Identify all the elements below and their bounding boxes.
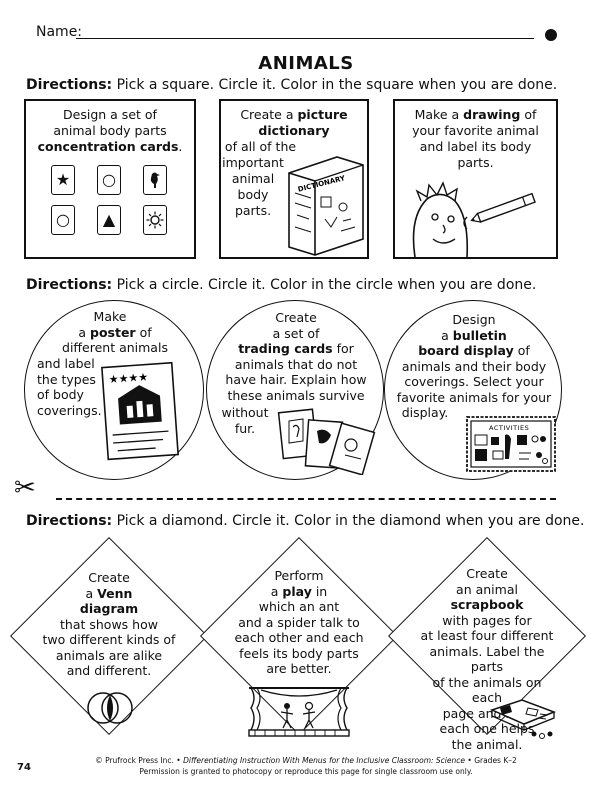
circle-bulletin-board[interactable]: Design a bulletin board display of anima… <box>384 300 562 480</box>
permission-line: Permission is granted to photocopy or re… <box>139 767 473 776</box>
scissors-icon: ✂ <box>14 473 36 503</box>
diamond-text: Perform a play in which an ant and a spi… <box>234 568 364 676</box>
star-card-icon: ★ <box>51 165 75 195</box>
square-drawing[interactable]: Make a drawing of your favorite animal a… <box>393 99 558 259</box>
circle-text: Design a bulletin board display of anima… <box>396 312 552 405</box>
circle-text: Make a poster of different animals <box>62 309 168 355</box>
name-label: Name: <box>36 24 83 40</box>
copyright-line: © Prufrock Press Inc. • Differentiating … <box>95 756 517 765</box>
cut-line <box>56 498 556 500</box>
directions-squares: Directions: Pick a square. Circle it. Co… <box>26 77 557 93</box>
sun-card-icon <box>143 205 167 235</box>
directions-text: Pick a diamond. Circle it. Color in the … <box>112 513 585 529</box>
square-text: Make a drawing of your favorite animal a… <box>412 107 539 170</box>
directions-text: Pick a square. Circle it. Color in the s… <box>112 77 558 93</box>
square-text: Create a picture dictionary <box>240 107 348 138</box>
page-number: 74 <box>17 762 31 773</box>
venn-diagram-icon <box>87 692 133 724</box>
scrapbook-icon <box>489 699 557 739</box>
directions-lead: Directions: <box>26 277 113 293</box>
dictionary-book-icon: DICTIONARY <box>288 156 364 256</box>
diamond-text: Create a Venn diagram that shows how two… <box>42 570 176 678</box>
square-concentration-cards[interactable]: Design a set of animal body parts concen… <box>24 99 196 259</box>
circle-text: Create a set of trading cards for animal… <box>225 310 367 403</box>
directions-lead: Directions: <box>26 513 113 529</box>
svg-text:★★★★: ★★★★ <box>108 370 148 386</box>
square-picture-dictionary[interactable]: Create a picture dictionary of all of th… <box>219 99 369 259</box>
circle-card-icon: ○ <box>97 165 121 195</box>
directions-circles: Directions: Pick a circle. Circle it. Co… <box>26 277 536 293</box>
face-drawing-icon <box>412 181 536 258</box>
circle-poster[interactable]: Make a poster of different animals and l… <box>24 300 204 480</box>
circle-card-icon: ○ <box>51 205 75 235</box>
concentration-card-grid: ★ ○ ○ ▲ <box>51 165 171 235</box>
directions-diamonds: Directions: Pick a diamond. Circle it. C… <box>26 513 584 529</box>
trading-cards-icon <box>277 408 376 475</box>
directions-text: Pick a circle. Circle it. Color in the c… <box>112 277 537 293</box>
diamond-text: Create an animal scrapbook with pages fo… <box>420 566 554 752</box>
bullet-dot <box>545 29 557 41</box>
name-field[interactable] <box>76 38 534 39</box>
bulletin-board-icon: ACTIVITIES <box>466 416 556 472</box>
poster-icon: ★★★★ <box>101 361 179 461</box>
square-text: Design a set of animal body parts concen… <box>37 107 183 154</box>
triangle-card-icon: ▲ <box>97 205 121 235</box>
page-title: ANIMALS <box>258 53 354 74</box>
circle-trading-cards[interactable]: Create a set of trading cards for animal… <box>206 300 384 480</box>
svg-text:ACTIVITIES: ACTIVITIES <box>489 424 529 432</box>
stage-icon <box>248 687 350 737</box>
bird-card-icon <box>143 165 167 195</box>
directions-lead: Directions: <box>26 77 113 93</box>
